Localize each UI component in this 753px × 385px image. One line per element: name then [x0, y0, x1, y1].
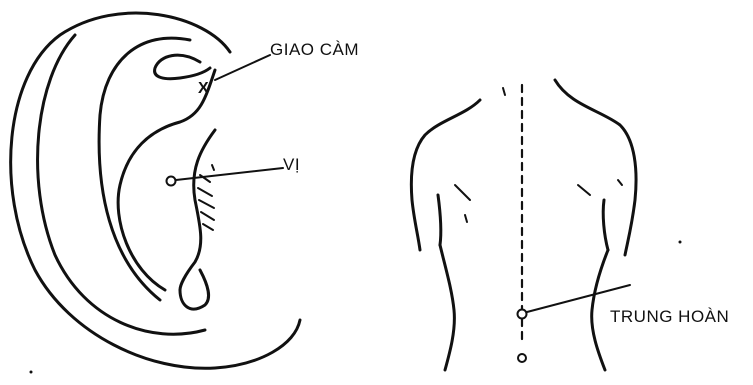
vi-leader-line: [176, 168, 283, 180]
giao-cam-label: GIAO CÀM: [270, 40, 359, 59]
page-speck: [30, 371, 33, 374]
back-neck-left: [503, 88, 505, 95]
back-torso-right: [592, 250, 608, 370]
back-lower-point-marker: [518, 354, 526, 362]
giao-cam-leader-line: [215, 55, 270, 80]
page-speck-2: [679, 241, 682, 244]
back-scapula-left: [455, 185, 470, 200]
back-scapula-right: [578, 185, 590, 195]
trung-hoan-label: TRUNG HOÀN: [610, 307, 729, 326]
trung-hoan-point-marker: [518, 310, 527, 319]
back-right-shoulder: [555, 80, 636, 255]
ear-tick: [212, 165, 214, 170]
vi-label: VỊ: [283, 155, 300, 174]
back-left-arm-inner: [438, 195, 441, 245]
giao-cam-x-mark: X: [198, 80, 209, 97]
ear-concha: [180, 130, 215, 290]
back-illustration: TRUNG HOÀN: [411, 80, 729, 370]
ear-illustration: X GIAO CÀM VỊ: [11, 13, 359, 368]
back-torso-left: [440, 245, 454, 370]
vi-point-marker: [167, 177, 176, 186]
back-mark-left-low: [465, 215, 467, 222]
back-mark-right: [618, 180, 622, 185]
back-left-shoulder: [411, 100, 480, 250]
ear-triangular-fossa: [155, 55, 210, 79]
back-right-arm-inner: [603, 200, 608, 250]
